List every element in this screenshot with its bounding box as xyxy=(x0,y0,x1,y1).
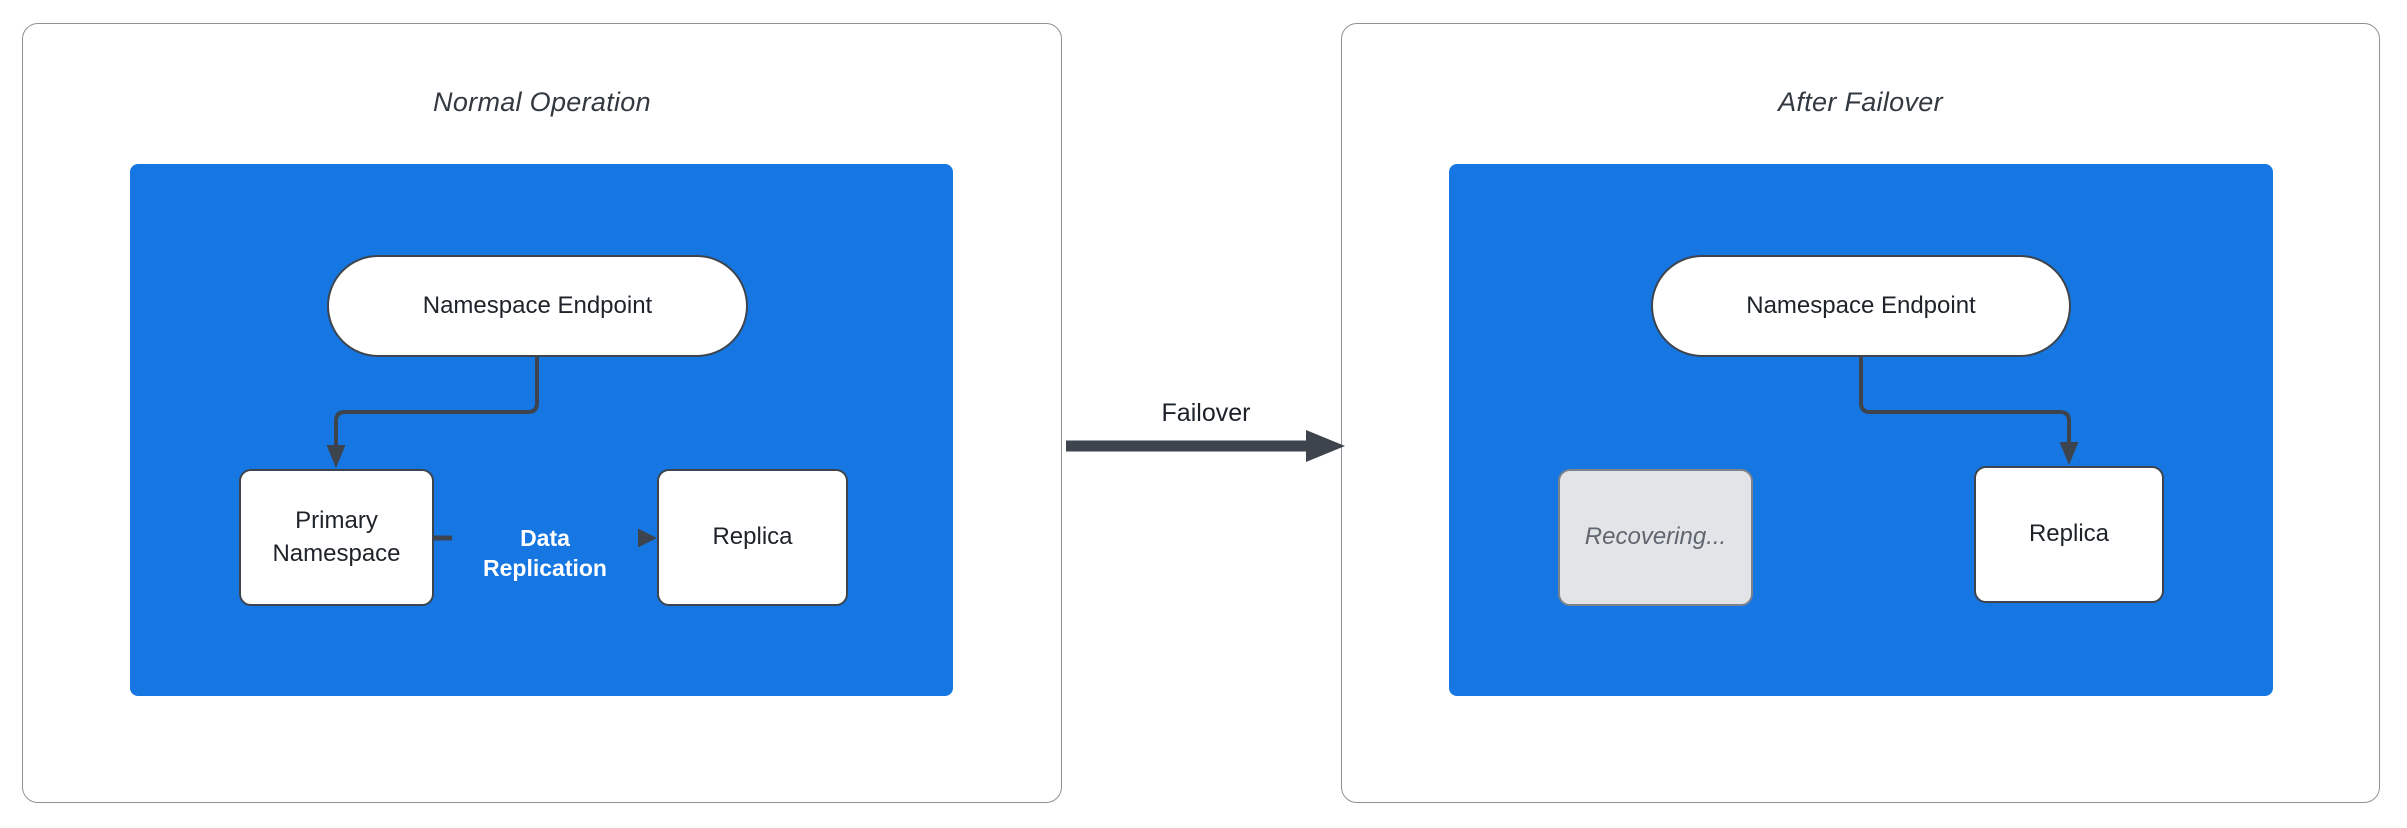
namespace-container-left xyxy=(130,164,953,696)
panel-title-normal-operation: Normal Operation xyxy=(433,87,651,117)
failover-label: Failover xyxy=(1106,399,1306,428)
failover-arrowhead xyxy=(1306,430,1345,462)
primary-namespace-label: Primary Namespace xyxy=(272,507,401,567)
namespace-container-right xyxy=(1449,164,2273,696)
namespace-endpoint-label-left: Namespace Endpoint xyxy=(422,292,653,319)
replica-node-left: Replica xyxy=(657,469,848,606)
namespace-endpoint-label-right: Namespace Endpoint xyxy=(1746,292,1976,319)
namespace-endpoint-node-right: Namespace Endpoint xyxy=(1651,255,2071,357)
recovering-label: Recovering... xyxy=(1584,523,1727,551)
replica-node-right: Replica xyxy=(1974,466,2164,603)
primary-namespace-node: Primary Namespace xyxy=(239,469,434,606)
replica-label-left: Replica xyxy=(712,523,793,551)
panel-title-after-failover: After Failover xyxy=(1778,87,1943,117)
data-replication-label: Data Replication xyxy=(452,523,638,583)
recovering-node: Recovering... xyxy=(1558,469,1753,606)
replica-label-right: Replica xyxy=(2028,520,2110,548)
namespace-endpoint-node-left: Namespace Endpoint xyxy=(327,255,748,357)
